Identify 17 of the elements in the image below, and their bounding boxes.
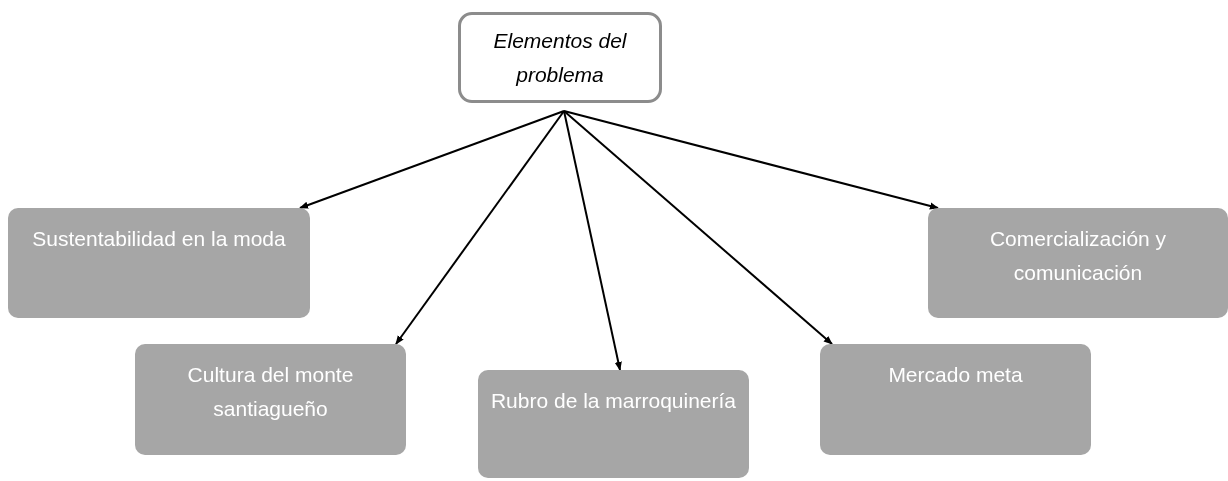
topic-box [8, 208, 310, 318]
topic-box [135, 344, 406, 455]
topic-label: Elementos del problema [492, 27, 628, 88]
topic-box [820, 344, 1091, 455]
topic-box [928, 208, 1228, 318]
arrow [299, 110, 565, 209]
topic-label: Comercialización y comunicación [988, 226, 1168, 286]
topic-label: Cultura del monte santiagueño [186, 362, 355, 422]
arrow [395, 110, 565, 345]
topic-label: Sustentabilidad en la moda [32, 226, 286, 252]
topic-box [478, 370, 749, 478]
topic-box [458, 12, 662, 103]
topic-label: Mercado meta [888, 362, 1023, 388]
arrow [563, 110, 939, 210]
arrow [563, 110, 622, 371]
arrow [563, 110, 833, 345]
topic-label: Rubro de la marroquinería [490, 388, 737, 414]
